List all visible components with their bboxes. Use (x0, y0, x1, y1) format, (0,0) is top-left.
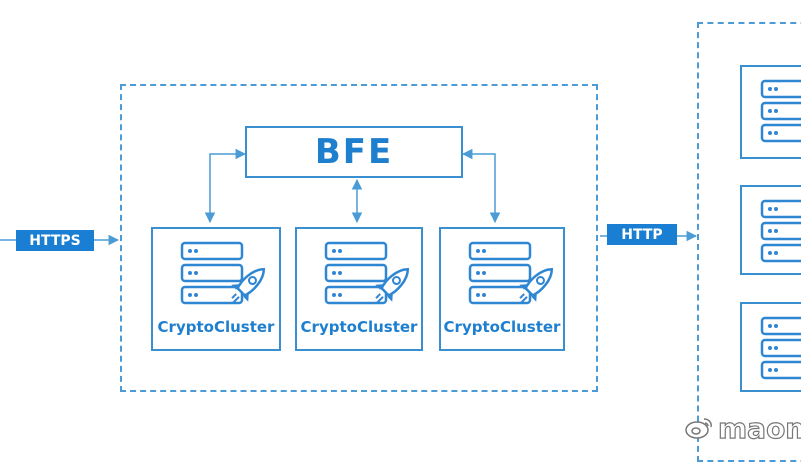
bfe-box: BFE (245, 126, 463, 178)
bfe-left-arrow (204, 148, 247, 224)
server-rack-icon (760, 316, 801, 386)
watermark-text: maom (717, 411, 801, 445)
https-tag: HTTPS (16, 230, 94, 251)
crypto-cluster-label: CryptoCluster (157, 318, 275, 336)
server-rack-icon (468, 241, 558, 313)
crypto-cluster-label: CryptoCluster (300, 318, 418, 336)
bfe-label: BFE (314, 132, 394, 172)
weibo-icon (684, 415, 714, 441)
crypto-cluster-node: CryptoCluster (295, 227, 423, 351)
crypto-cluster-label: CryptoCluster (443, 318, 561, 336)
backend-server-node (740, 65, 801, 159)
server-rack-icon (180, 241, 270, 313)
server-rack-icon (324, 241, 414, 313)
watermark: maom (684, 411, 801, 445)
bfe-cluster-group (120, 84, 598, 392)
crypto-cluster-node: CryptoCluster (439, 227, 565, 351)
rocket-icon (231, 267, 266, 304)
backend-server-node (740, 302, 801, 392)
crypto-cluster-node: CryptoCluster (151, 227, 281, 351)
server-rack-icon (760, 199, 801, 269)
http-tag: HTTP (607, 224, 677, 245)
backend-server-node (740, 185, 801, 275)
rocket-icon (375, 267, 410, 304)
server-rack-icon (760, 79, 801, 149)
rocket-icon (519, 267, 554, 304)
bfe-right-arrow (461, 148, 501, 224)
